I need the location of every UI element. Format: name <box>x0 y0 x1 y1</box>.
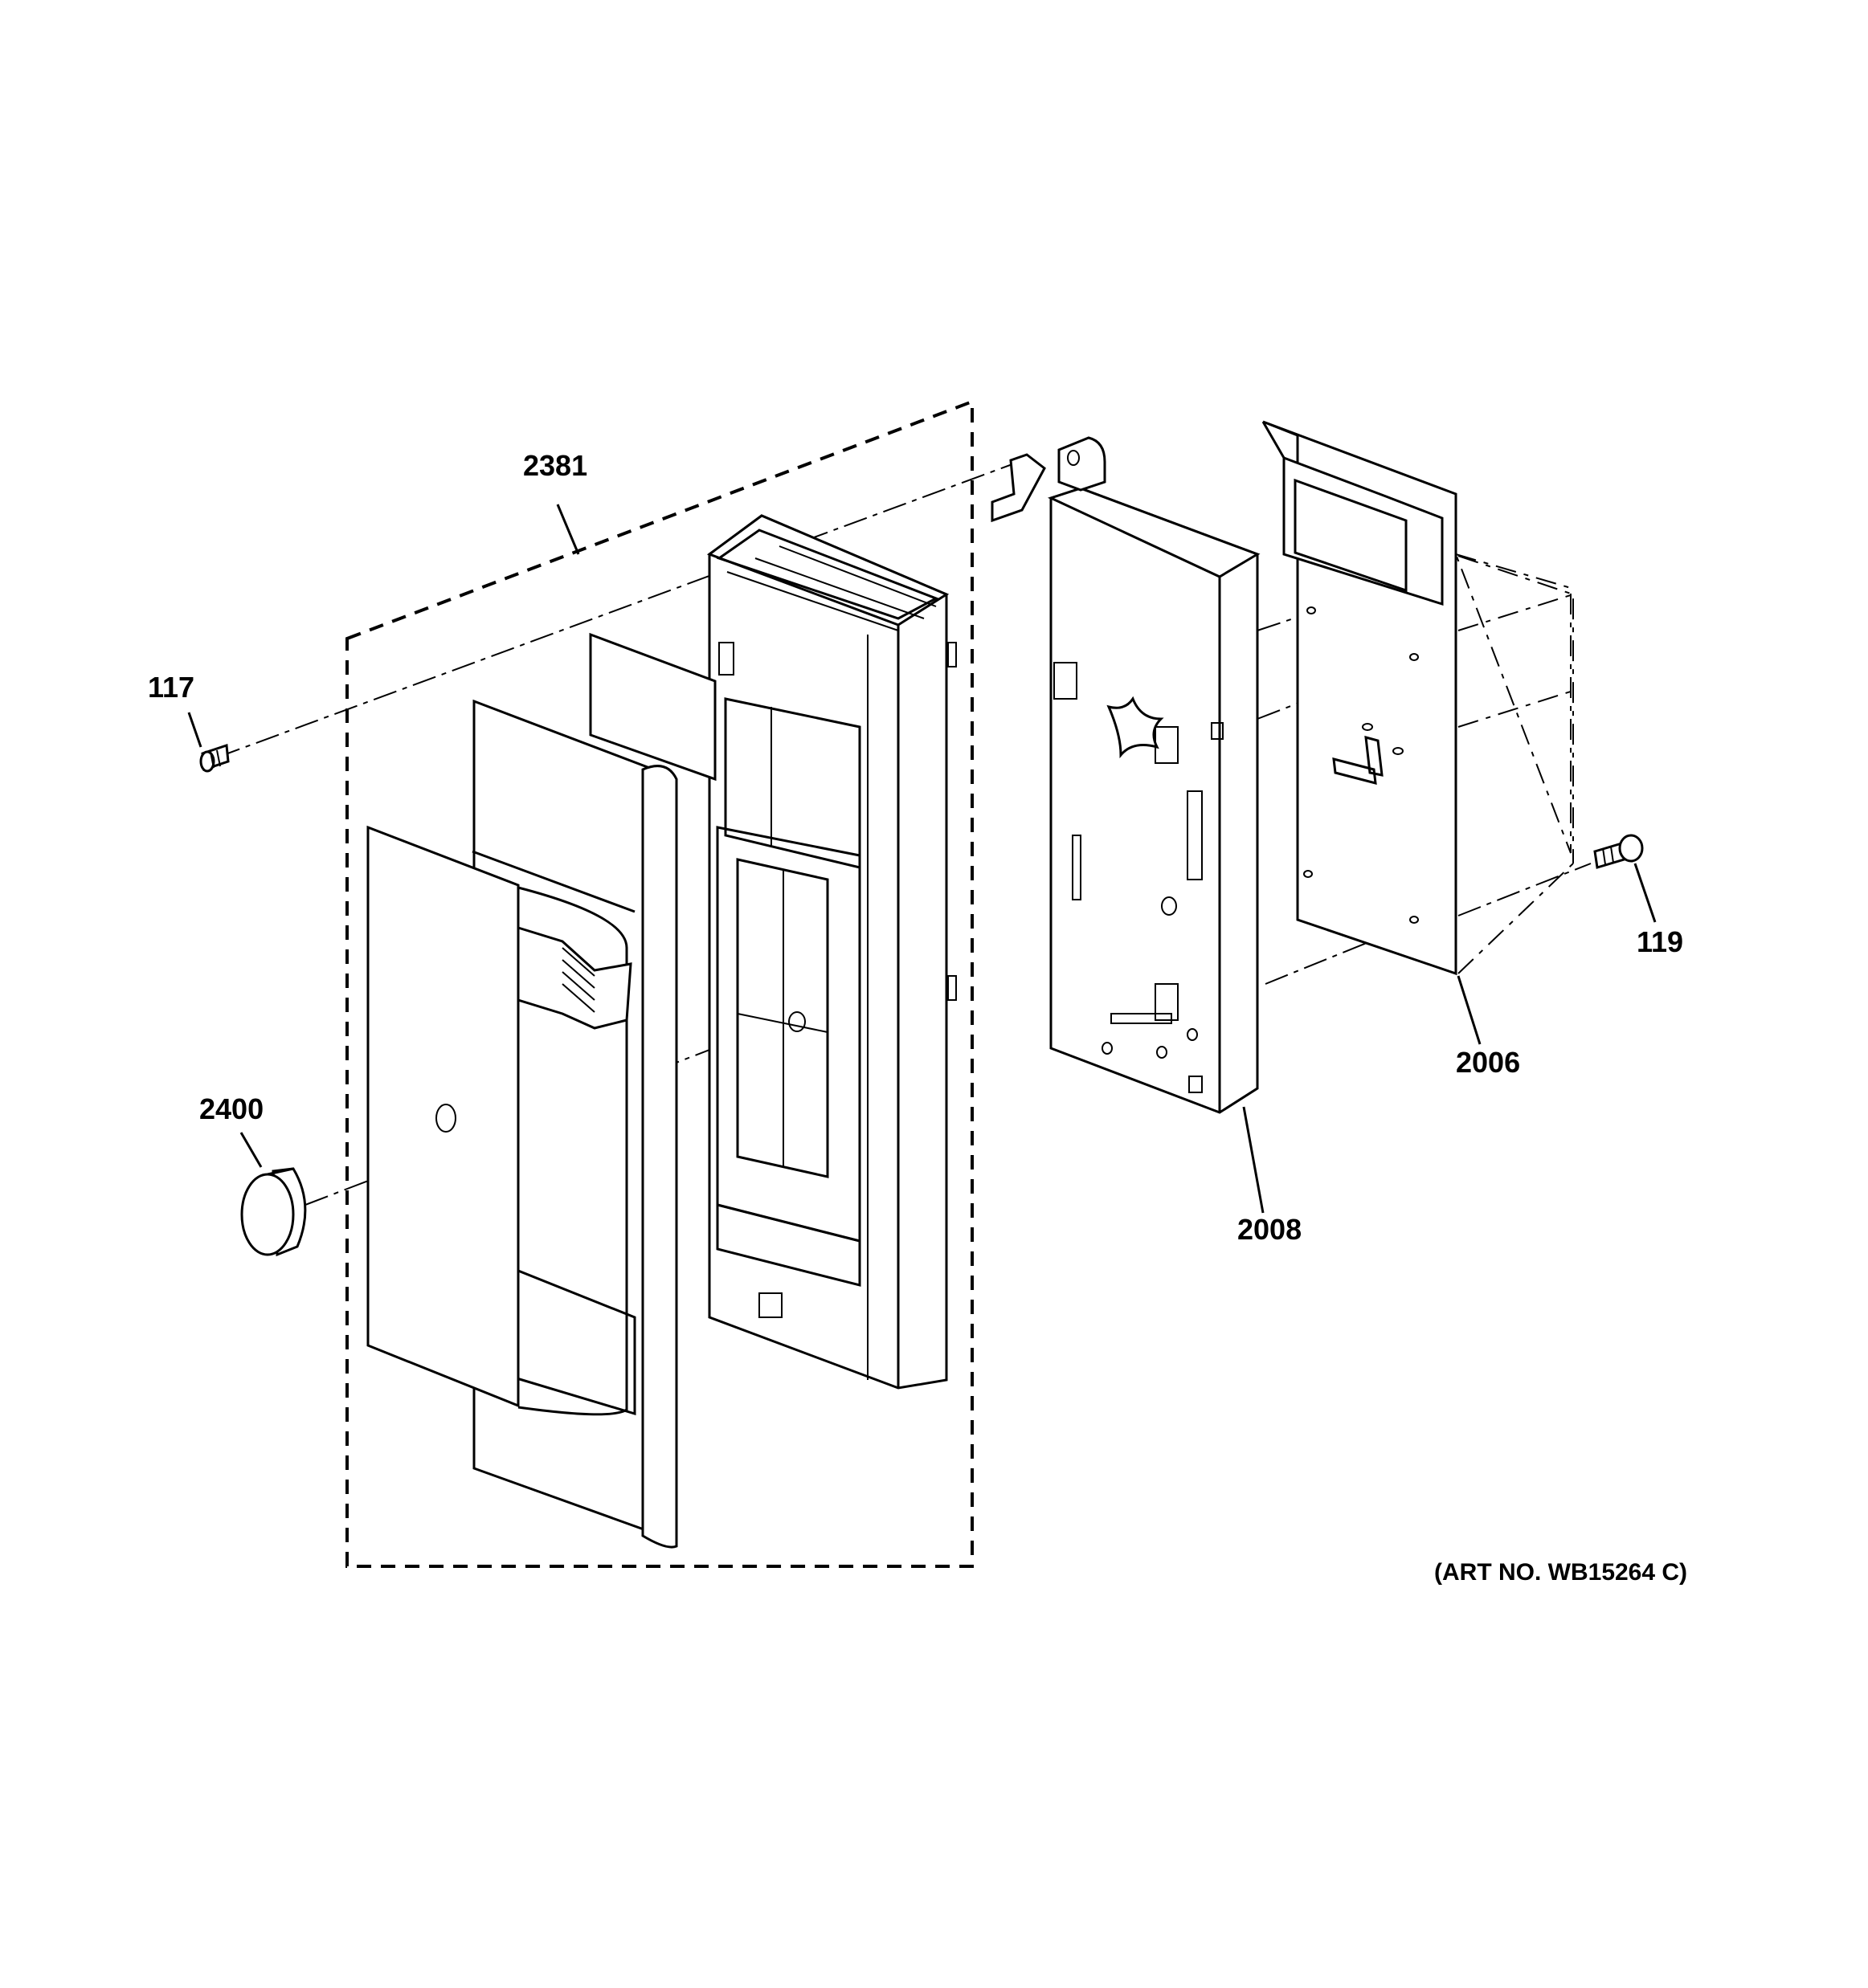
callout-117: 117 <box>148 671 194 704</box>
assembly-2381-boundary <box>345 399 974 1568</box>
callout-2006: 2006 <box>1456 1046 1520 1079</box>
phantom-box <box>1457 555 1574 974</box>
control-panel-front <box>472 699 678 1549</box>
callout-2008: 2008 <box>1237 1213 1302 1246</box>
art-number: (ART NO. WB15264 C) <box>1434 1559 1687 1586</box>
callout-119: 119 <box>1637 925 1683 958</box>
part-2008-bracket <box>991 436 1261 1114</box>
part-117-screw <box>199 743 230 773</box>
window-pane <box>589 632 717 782</box>
callout-2381: 2381 <box>523 449 587 482</box>
bezel-frame <box>706 514 957 1390</box>
part-2400-knob <box>240 1167 307 1257</box>
part-119-screw <box>1593 834 1644 869</box>
leader-lines <box>187 504 1657 1214</box>
membrane-keypad <box>366 825 632 1416</box>
part-2006-circuit-board <box>1261 420 1572 976</box>
callout-2400: 2400 <box>199 1092 264 1125</box>
